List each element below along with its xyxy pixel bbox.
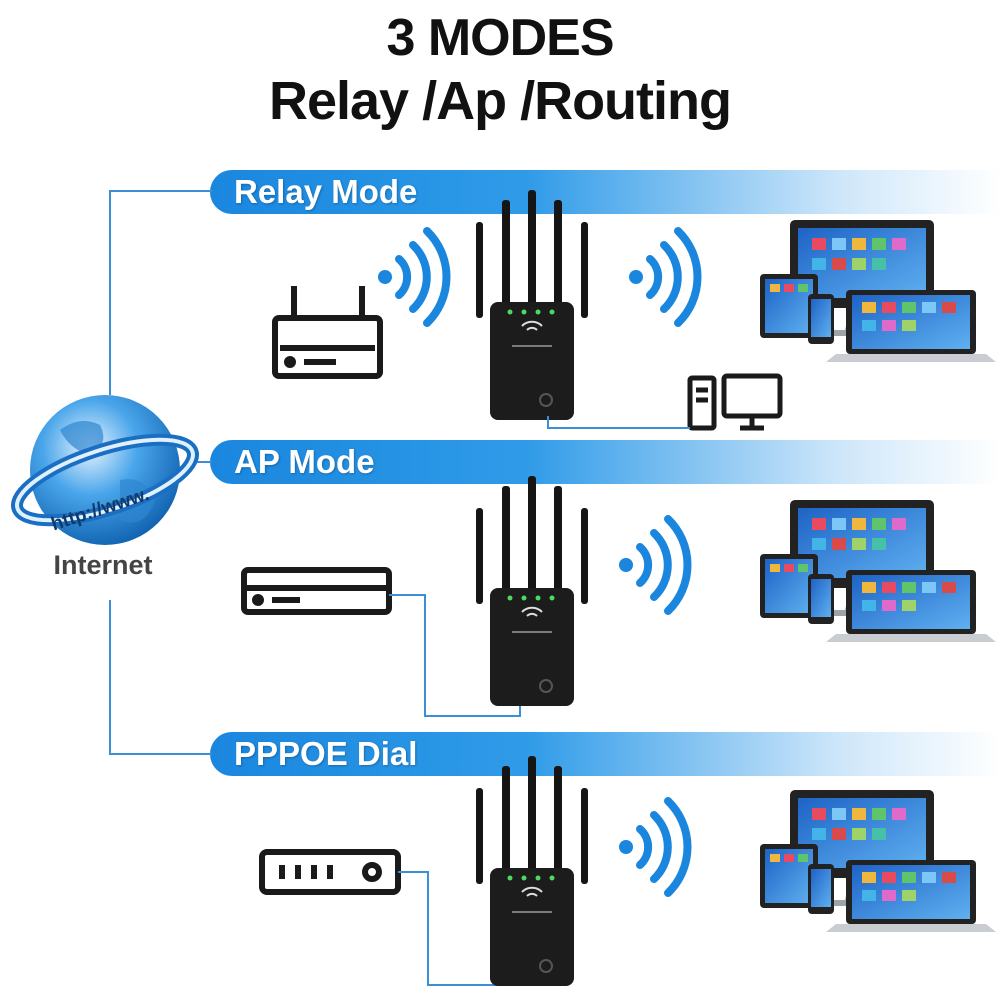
wifi-signal-icon [629,231,698,323]
multi-device-icon [760,220,996,362]
switch-icon [241,567,392,615]
mode-band-ap: AP Mode [210,440,1000,484]
globe-icon [11,395,199,545]
ethernet-cable [547,416,690,429]
extender-icon [475,189,589,421]
multi-device-icon [760,790,996,932]
extender-icon [475,475,589,707]
router-icon [272,286,383,379]
multi-device-icon [760,500,996,642]
mode-label-ap: AP Mode [234,443,375,480]
mode-band-pppoe: PPPOE Dial [210,732,1000,776]
internet-label: Internet [53,550,153,580]
extender-icon [475,755,589,987]
mode-label-relay: Relay Mode [234,173,418,210]
modem-icon [259,849,401,895]
wifi-signal-icon [619,519,688,611]
wifi-signal-icon [619,801,688,893]
title-line-2: Relay /Ap /Routing [268,71,732,131]
mode-band-relay: Relay Mode [210,170,1000,214]
title-line-1: 3 MODES [386,9,614,67]
desktop-pc-icon [687,373,783,431]
wifi-signal-icon [378,231,447,323]
mode-label-pppoe: PPPOE Dial [234,735,418,772]
ethernet-cable [389,594,521,717]
